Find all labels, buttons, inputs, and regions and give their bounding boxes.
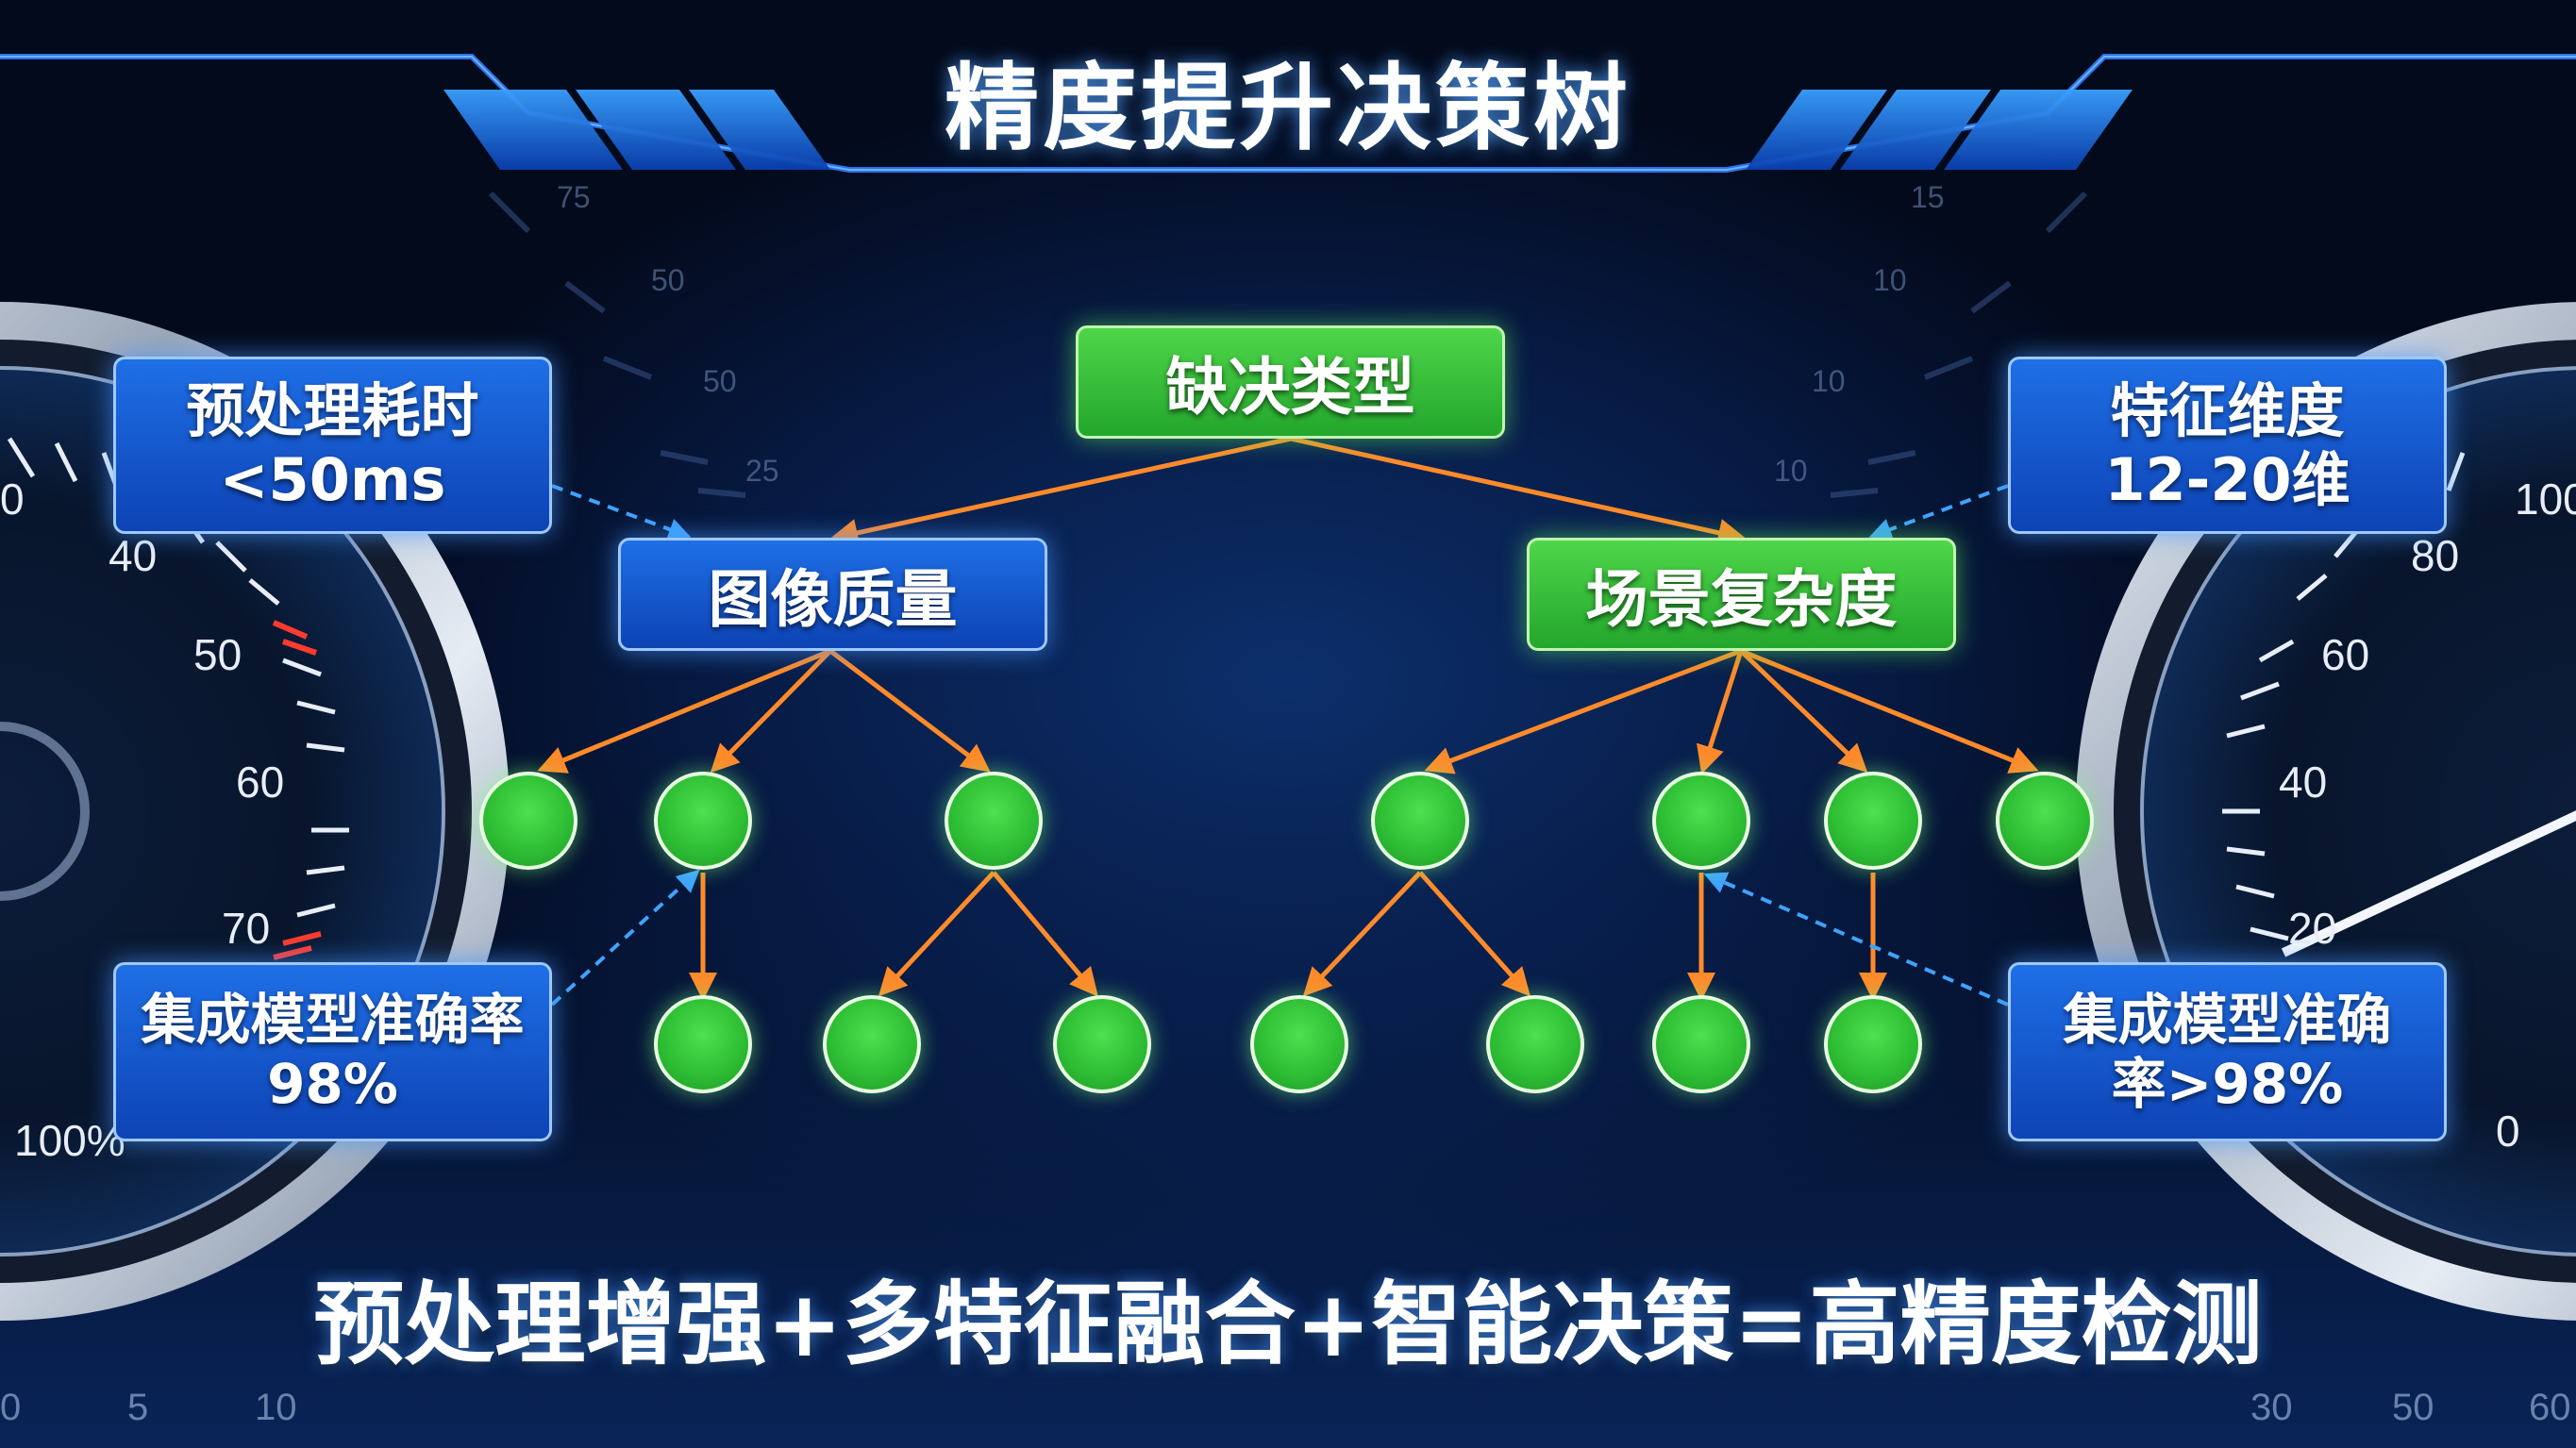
tree-leaf-5 (1486, 995, 1584, 1093)
right-gauge-tick-60: 60 (2321, 630, 2369, 679)
branch-node-label: 图像质量 (708, 563, 958, 636)
bottom-scale-labels: 0 5 10 30 50 60 (0, 1387, 2571, 1428)
edge-root-to-image-quality (829, 436, 1292, 547)
branch-node-scene-complexity: 场景复杂度 (1527, 538, 1956, 651)
info-box-line2: <50ms (219, 445, 446, 514)
info-box-line2: 12-20维 (2104, 445, 2350, 514)
bg-tick-bl-3: 10 (255, 1387, 297, 1428)
tree-leaf-1 (654, 995, 752, 1093)
branch-node-image-quality: 图像质量 (618, 538, 1047, 651)
right-gauge-tick-0: 0 (2496, 1107, 2520, 1156)
edge-node-4-to-leaf-5 (1418, 871, 1531, 997)
tree-node-3 (945, 772, 1043, 870)
right-gauge-tick-40: 40 (2279, 757, 2327, 807)
info-box-line2: 98% (267, 1052, 398, 1116)
info-box-feature-dimension: 特征维度 12-20维 (2008, 357, 2447, 534)
info-box-ensemble-accuracy-left: 集成模型准确率 98% (113, 962, 552, 1141)
right-gauge-tick-80: 80 (2411, 531, 2459, 580)
left-gauge-tick-0: 0 (0, 474, 25, 524)
branch-node-label: 场景复杂度 (1585, 563, 1898, 636)
link-accuracy-right-to-node-5 (1703, 872, 2009, 1007)
link-feature-dim-to-scene-complexity (1868, 484, 2009, 541)
bg-tick-br-3: 60 (2529, 1387, 2571, 1428)
link-latency-to-image-quality (551, 484, 692, 541)
edge-node-3-to-leaf-3 (992, 871, 1098, 997)
bg-tick-tl-2: 50 (651, 263, 685, 297)
edge-sc-to-node-6 (1739, 649, 1868, 774)
bg-tick-tl-3: 50 (703, 364, 737, 398)
edge-sc-to-node-4 (1424, 648, 1742, 774)
bg-tick-tr-2: 10 (1873, 263, 1907, 297)
bg-tick-tl-1: 75 (557, 180, 591, 214)
background-scale-labels: 75 50 50 25 15 10 10 10 (557, 180, 1945, 488)
info-box-line1: 集成模型准确率 (141, 987, 525, 1052)
info-box-preprocess-latency: 预处理耗时 <50ms (113, 357, 552, 534)
tree-node-6 (1824, 772, 1922, 870)
bg-tick-tr-3: 10 (1812, 364, 1846, 398)
page-title: 精度提升决策树 (945, 52, 1631, 163)
background-scale-right (1830, 191, 2088, 498)
right-gauge-tick-20: 20 (2288, 904, 2336, 953)
edge-iq-to-node-2 (710, 649, 832, 774)
tree-leaf-6 (1652, 995, 1750, 1093)
tree-node-4 (1371, 772, 1469, 870)
edge-sc-to-node-7 (1740, 648, 2039, 774)
edge-node-3-to-leaf-2 (878, 871, 995, 997)
tree-node-1 (479, 772, 577, 870)
tree-leaf-4 (1250, 995, 1348, 1093)
bg-tick-bl-2: 5 (127, 1387, 148, 1428)
formula-caption: 预处理增强+多特征融合+智能决策=高精度检测 (313, 1271, 2263, 1377)
left-gauge-tick-100: 100% (14, 1116, 125, 1165)
edge-sc-to-node-5 (1697, 650, 1744, 774)
edge-node-4-to-leaf-4 (1302, 871, 1422, 997)
link-accuracy-left-to-node-2 (550, 869, 700, 1007)
info-box-line2: 率>98% (2111, 1052, 2344, 1116)
bg-tick-bl-1: 0 (0, 1387, 21, 1428)
info-box-line1: 预处理耗时 (186, 375, 479, 445)
tree-node-2 (654, 772, 752, 870)
tree-leaf-7 (1824, 995, 1922, 1093)
left-gauge-tick-60: 60 (236, 757, 284, 807)
bg-tick-tl-4: 25 (745, 454, 779, 488)
root-node-label: 缺决类型 (1165, 351, 1415, 424)
tree-node-5 (1652, 772, 1750, 870)
header-frame (0, 54, 2576, 173)
bg-tick-tr-1: 15 (1911, 180, 1945, 214)
edge-root-to-scene-complexity (1290, 436, 1747, 547)
bg-tick-br-1: 30 (2250, 1387, 2293, 1428)
info-box-ensemble-accuracy-right: 集成模型准确 率>98% (2008, 962, 2447, 1141)
left-gauge-tick-40: 40 (109, 531, 157, 580)
bg-tick-br-2: 50 (2392, 1387, 2434, 1428)
tree-leaf-3 (1053, 995, 1151, 1093)
root-node: 缺决类型 (1076, 325, 1505, 439)
left-gauge-tick-70: 70 (222, 904, 270, 953)
info-box-line1: 集成模型准确 (2063, 987, 2392, 1052)
info-box-line1: 特征维度 (2110, 375, 2345, 445)
edge-iq-to-node-3 (828, 649, 991, 773)
background-scale-left (488, 191, 746, 498)
bg-tick-tr-4: 10 (1774, 454, 1808, 488)
tree-node-7 (1996, 772, 2094, 870)
right-gauge-tick-100: 100 (2515, 474, 2576, 524)
tree-leaf-2 (823, 995, 921, 1093)
edge-iq-to-node-1 (537, 648, 831, 774)
left-gauge-tick-50: 50 (193, 630, 242, 679)
